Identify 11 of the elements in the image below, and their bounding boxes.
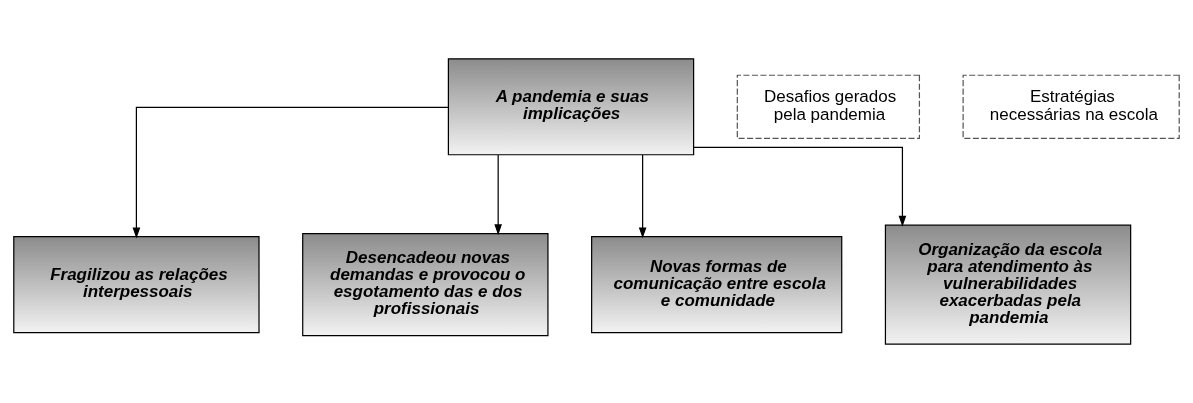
node-box: Desencadeou novas demandas e provocou o esgotamento das e dos profissionais (302, 233, 549, 337)
node-box: Desafios gerados pela pandemia (736, 74, 921, 139)
arrow (693, 146, 907, 227)
node-box: Fragilizou as relações interpessoais (13, 236, 260, 334)
node-box: A pandemia e suas implicações (447, 58, 695, 156)
arrow (132, 106, 449, 239)
arrow (494, 154, 502, 236)
arrow (638, 154, 647, 239)
node-box: Novas formas de comunicação entre escola e comunidade (591, 236, 843, 334)
node-box: Organização da escola para atendimento às vulnerabilidades exacerbadas pela pandemia (884, 224, 1132, 345)
node-box: Estratégias necessárias na escola (962, 74, 1180, 139)
